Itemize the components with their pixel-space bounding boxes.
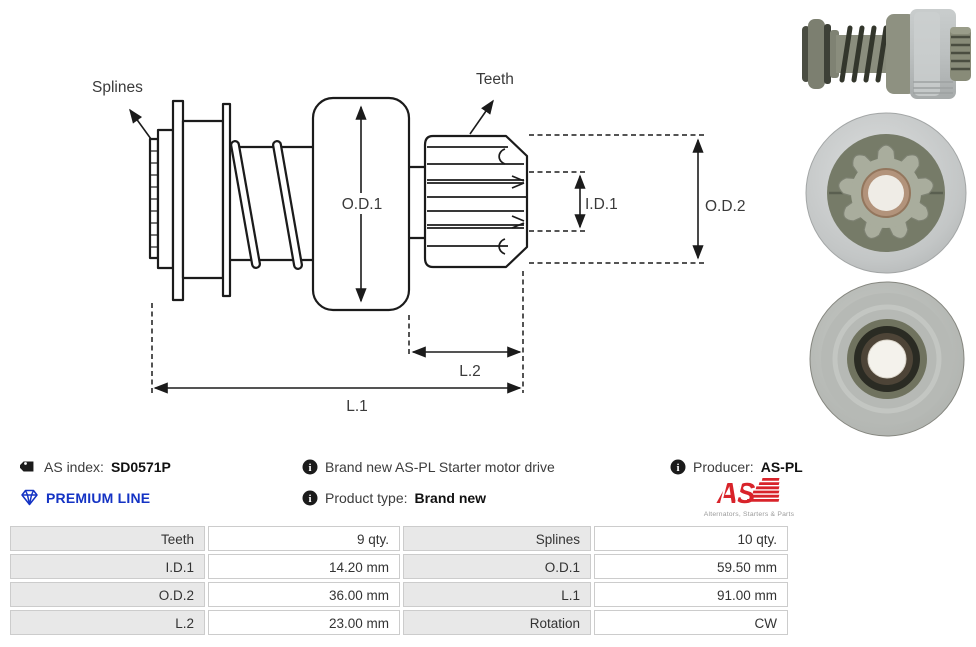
description-row: i Brand new AS-PL Starter motor drive	[302, 459, 555, 475]
producer-row: i Producer: AS-PL	[670, 459, 803, 475]
tag-icon	[20, 461, 34, 472]
as-index-label: AS index:	[44, 458, 104, 475]
info-icon: i	[670, 459, 686, 475]
teeth-leader-arrow	[469, 99, 494, 135]
spec-value: CW	[594, 610, 788, 635]
spec-value: 14.20 mm	[208, 554, 400, 579]
spec-label: L.2	[10, 610, 205, 635]
od1-label: O.D.1	[342, 196, 382, 213]
spec-label: I.D.1	[10, 554, 205, 579]
pinion-gear	[423, 134, 529, 269]
product-type-row: i Product type: Brand new	[302, 490, 486, 506]
spec-label: Rotation	[403, 610, 591, 635]
as-index-row: AS index: SD0571P	[20, 458, 171, 475]
spec-label: L.1	[403, 582, 591, 607]
product-photo-side-view	[798, 4, 973, 109]
spec-value: 9 qty.	[208, 526, 400, 551]
logo-tagline: Alternators, Starters & Parts	[704, 511, 795, 518]
teeth-label: Teeth	[476, 71, 514, 88]
spec-label: O.D.2	[10, 582, 205, 607]
splined-shaft	[148, 99, 232, 302]
id1-label: I.D.1	[585, 196, 618, 213]
producer-label: Producer:	[693, 459, 754, 475]
technical-diagram: Splines Teeth O.D.1 I.D.1 O.D.2 L.2 L.1	[92, 71, 745, 415]
l2-label: L.2	[459, 363, 481, 380]
description-text: Brand new AS-PL Starter motor drive	[325, 459, 555, 475]
spec-value: 36.00 mm	[208, 582, 400, 607]
diamond-icon	[21, 489, 38, 506]
product-photo-gear-front-view	[804, 107, 969, 282]
spec-label: Teeth	[10, 526, 205, 551]
as-index-value: SD0571P	[110, 458, 171, 475]
splines-label: Splines	[92, 79, 143, 96]
spec-label: Splines	[403, 526, 591, 551]
splines-leader-arrow	[129, 108, 152, 140]
producer-value: AS-PL	[760, 459, 803, 475]
info-icon: i	[302, 459, 318, 475]
svg-text:i: i	[308, 462, 311, 474]
spec-value: 10 qty.	[594, 526, 788, 551]
info-icon: i	[302, 490, 318, 506]
svg-text:i: i	[676, 462, 679, 474]
spec-value: 59.50 mm	[594, 554, 788, 579]
as-pl-logo: AS Alternators, Starters & Parts	[697, 476, 803, 525]
spec-label: O.D.1	[403, 554, 591, 579]
premium-line-row: PREMIUM LINE	[20, 489, 150, 506]
logo-as-text: AS	[716, 478, 756, 510]
product-photo-rear-view	[808, 280, 966, 443]
spec-value: 23.00 mm	[208, 610, 400, 635]
od2-label: O.D.2	[705, 198, 745, 215]
extension-lines	[151, 134, 707, 393]
premium-line-label: PREMIUM LINE	[46, 489, 151, 506]
spec-table: Teeth 9 qty. Splines 10 qty. I.D.1 14.20…	[10, 526, 788, 635]
product-type-label: Product type:	[325, 490, 408, 506]
l1-label: L.1	[346, 398, 368, 415]
spec-value: 91.00 mm	[594, 582, 788, 607]
svg-text:i: i	[308, 493, 311, 505]
product-type-value: Brand new	[414, 490, 487, 506]
logo-stripes	[746, 478, 780, 502]
spring	[230, 140, 313, 270]
